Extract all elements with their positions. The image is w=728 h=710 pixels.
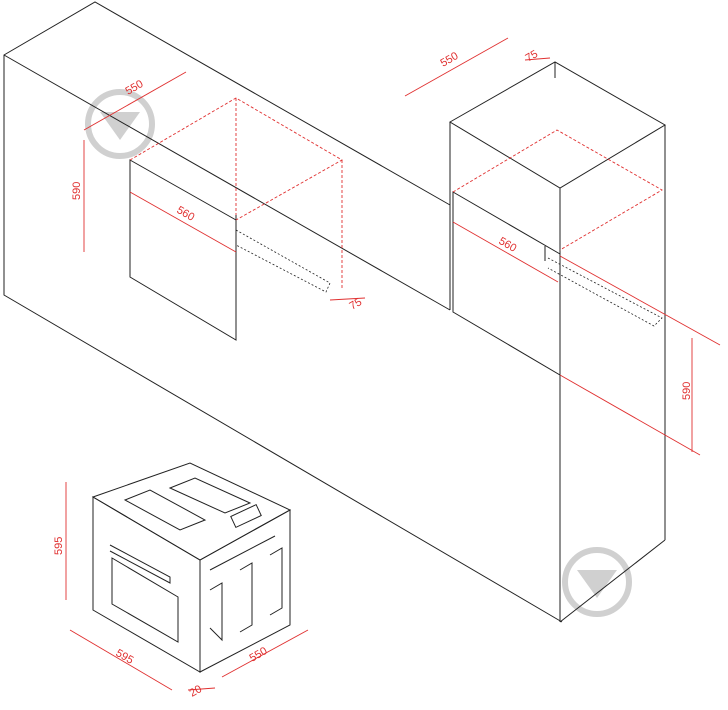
left-niche-width-label: 550 [124,78,146,98]
oven-depth-label: 550 [248,645,270,665]
oven-height-label: 595 [53,537,65,555]
watermark-logo-top [85,89,155,159]
watermark-logo-bottom [562,547,632,617]
wall-cabinet-outline [3,1,563,623]
oven-width-label: 595 [114,647,136,667]
left-niche-depth-label: 560 [175,204,197,224]
left-niche [129,97,343,341]
column-depth-label: 560 [497,235,519,255]
left-niche-vent-label: 75 [348,296,365,313]
column-vent-label: 75 [524,48,541,65]
tall-column [449,61,666,623]
left-niche-height-label: 590 [71,182,83,200]
oven [91,462,292,673]
column-height-label: 590 [681,382,693,400]
dimension-lines [65,37,721,691]
oven-door-label: 20 [188,683,205,700]
